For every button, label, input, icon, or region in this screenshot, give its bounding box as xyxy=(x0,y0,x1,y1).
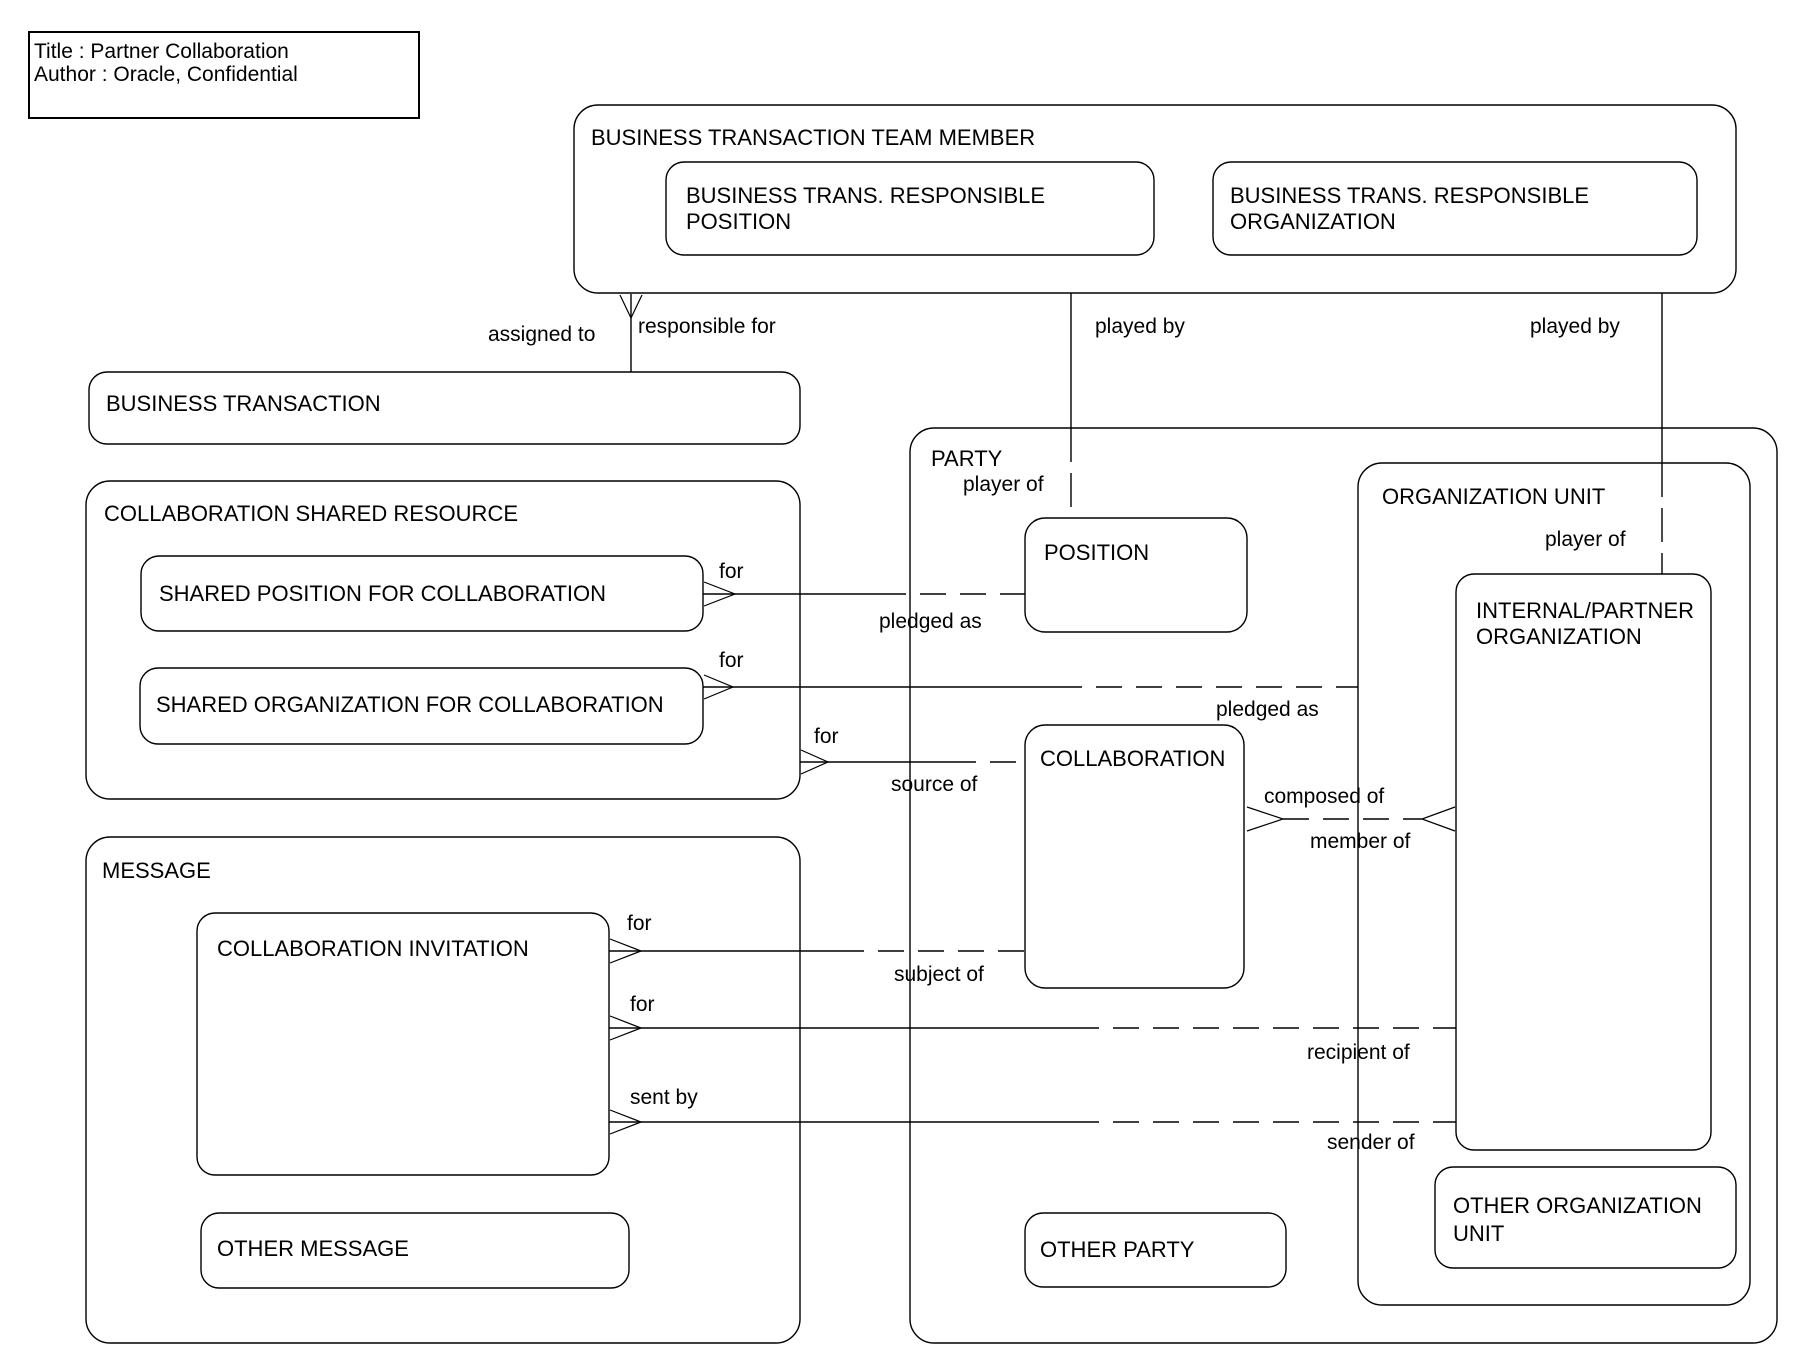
relation-label-played-by: played by xyxy=(1530,315,1620,338)
relation-label-player-of: player of xyxy=(1545,528,1626,551)
relation-label-player-of: player of xyxy=(963,473,1044,496)
entity-business-trans-responsible-organization: BUSINESS TRANS. RESPONSIBLE ORGANIZATION xyxy=(1212,161,1698,256)
relation-label-source-of: source of xyxy=(891,773,978,796)
relation-label-assigned-to: assigned to xyxy=(488,323,595,346)
entity-box xyxy=(1024,724,1245,989)
entity-box xyxy=(1434,1166,1737,1269)
crowfoot-many-icon xyxy=(703,581,737,607)
entity-box xyxy=(139,667,704,745)
entity-organization-unit: ORGANIZATION UNIT xyxy=(1357,462,1751,1306)
relation-organization-played-by: played by player of xyxy=(1530,255,1672,574)
entity-label-line1: OTHER ORGANIZATION xyxy=(1453,1193,1702,1218)
crowfoot-many-icon xyxy=(1420,806,1456,832)
entity-position: POSITION xyxy=(1024,517,1248,633)
entity-label-line1: BUSINESS TRANS. RESPONSIBLE xyxy=(686,183,1045,208)
entity-collaboration: COLLABORATION xyxy=(1024,724,1245,989)
entity-collaboration-shared-resource: COLLABORATION SHARED RESOURCE xyxy=(85,480,801,800)
relation-label-for: for xyxy=(814,725,839,748)
entity-box xyxy=(196,912,610,1176)
entity-collaboration-invitation: COLLABORATION INVITATION xyxy=(196,912,610,1176)
entity-business-trans-responsible-position: BUSINESS TRANS. RESPONSIBLE POSITION xyxy=(665,161,1155,256)
entity-box xyxy=(1212,161,1698,256)
entity-label: PARTY xyxy=(931,446,1003,471)
relation-label-sent-by: sent by xyxy=(630,1086,698,1109)
relation-source-of: for source of xyxy=(800,725,1025,796)
entity-label: POSITION xyxy=(1044,540,1149,565)
relation-composed-of-member-of: composed of member of xyxy=(1246,785,1456,853)
entity-shared-organization-for-collaboration: SHARED ORGANIZATION FOR COLLABORATION xyxy=(139,667,704,745)
relation-label-for: for xyxy=(719,649,744,672)
title-box xyxy=(28,31,420,119)
entity-box xyxy=(200,1212,630,1289)
entity-box xyxy=(1024,1212,1287,1288)
entity-label: OTHER PARTY xyxy=(1040,1237,1195,1262)
entity-label: MESSAGE xyxy=(102,858,211,883)
entity-box xyxy=(140,555,704,632)
entity-message: MESSAGE xyxy=(85,836,801,1344)
entity-box xyxy=(1357,462,1751,1306)
relation-position-played-by: played by player of xyxy=(963,255,1185,518)
crowfoot-many-icon xyxy=(800,749,830,775)
relation-label-sender-of: sender of xyxy=(1327,1131,1415,1154)
entity-other-party: OTHER PARTY xyxy=(1024,1212,1287,1288)
entity-label: BUSINESS TRANSACTION TEAM MEMBER xyxy=(591,125,1035,150)
relation-label-pledged-as: pledged as xyxy=(879,610,982,633)
entity-other-organization-unit: OTHER ORGANIZATION UNIT xyxy=(1434,1166,1737,1269)
entity-label: OTHER MESSAGE xyxy=(217,1236,409,1261)
entity-label-line2: ORGANIZATION xyxy=(1230,209,1396,234)
crowfoot-many-icon xyxy=(609,1015,643,1041)
relation-label-responsible-for: responsible for xyxy=(638,315,776,338)
entity-label: SHARED ORGANIZATION FOR COLLABORATION xyxy=(156,692,664,717)
crowfoot-many-icon xyxy=(1246,806,1285,832)
entity-box xyxy=(85,480,801,800)
entity-internal-partner-organization: INTERNAL/PARTNER ORGANIZATION xyxy=(1455,573,1712,1151)
relation-shared-position-pledged-as: for pledged as xyxy=(703,560,1025,633)
entity-party: PARTY xyxy=(909,427,1778,1344)
diagram-title-text: Title : Partner Collaboration xyxy=(34,40,289,63)
entity-box xyxy=(85,836,801,1344)
relation-label-pledged-as: pledged as xyxy=(1216,698,1319,721)
relation-label-played-by: played by xyxy=(1095,315,1185,338)
relation-label-for: for xyxy=(719,560,744,583)
entity-label-line2: ORGANIZATION xyxy=(1476,624,1642,649)
relation-subject-of: for subject of xyxy=(609,912,1025,986)
relation-label-member-of: member of xyxy=(1310,830,1411,853)
relation-label-for: for xyxy=(630,993,655,1016)
crowfoot-many-icon xyxy=(619,294,643,320)
entity-label: COLLABORATION xyxy=(1040,746,1225,771)
crowfoot-many-icon xyxy=(703,674,735,700)
entity-box xyxy=(1455,573,1712,1151)
relation-label-for: for xyxy=(627,912,652,935)
diagram-title-block: Title : Partner Collaboration Author : O… xyxy=(28,31,420,119)
entity-box xyxy=(665,161,1155,256)
entity-box xyxy=(88,371,801,445)
entity-box xyxy=(909,427,1778,1344)
entity-label-line1: INTERNAL/PARTNER xyxy=(1476,598,1694,623)
relation-recipient-of: for recipient of xyxy=(609,993,1456,1064)
entity-label: ORGANIZATION UNIT xyxy=(1382,484,1605,509)
crowfoot-many-icon xyxy=(609,1109,643,1135)
entity-other-message: OTHER MESSAGE xyxy=(200,1212,630,1289)
entity-label-line2: UNIT xyxy=(1453,1221,1504,1246)
entity-label: BUSINESS TRANSACTION xyxy=(106,391,381,416)
entity-label: SHARED POSITION FOR COLLABORATION xyxy=(159,581,606,606)
entity-shared-position-for-collaboration: SHARED POSITION FOR COLLABORATION xyxy=(140,555,704,632)
relation-sender-of: sent by sender of xyxy=(609,1086,1456,1154)
diagram-author-text: Author : Oracle, Confidential xyxy=(34,63,298,86)
entity-business-transaction: BUSINESS TRANSACTION xyxy=(88,371,801,445)
relation-label-subject-of: subject of xyxy=(894,963,984,986)
crowfoot-many-icon xyxy=(609,938,643,964)
entity-label-line2: POSITION xyxy=(686,209,791,234)
relation-shared-organization-pledged-as: for pledged as xyxy=(703,649,1358,721)
entity-label: COLLABORATION INVITATION xyxy=(217,936,529,961)
relation-label-composed-of: composed of xyxy=(1264,785,1384,808)
entity-label-line1: BUSINESS TRANS. RESPONSIBLE xyxy=(1230,183,1589,208)
entity-label: COLLABORATION SHARED RESOURCE xyxy=(104,501,518,526)
relation-assigned-to-responsible-for: assigned to responsible for xyxy=(488,294,776,372)
entity-box xyxy=(1024,517,1248,633)
